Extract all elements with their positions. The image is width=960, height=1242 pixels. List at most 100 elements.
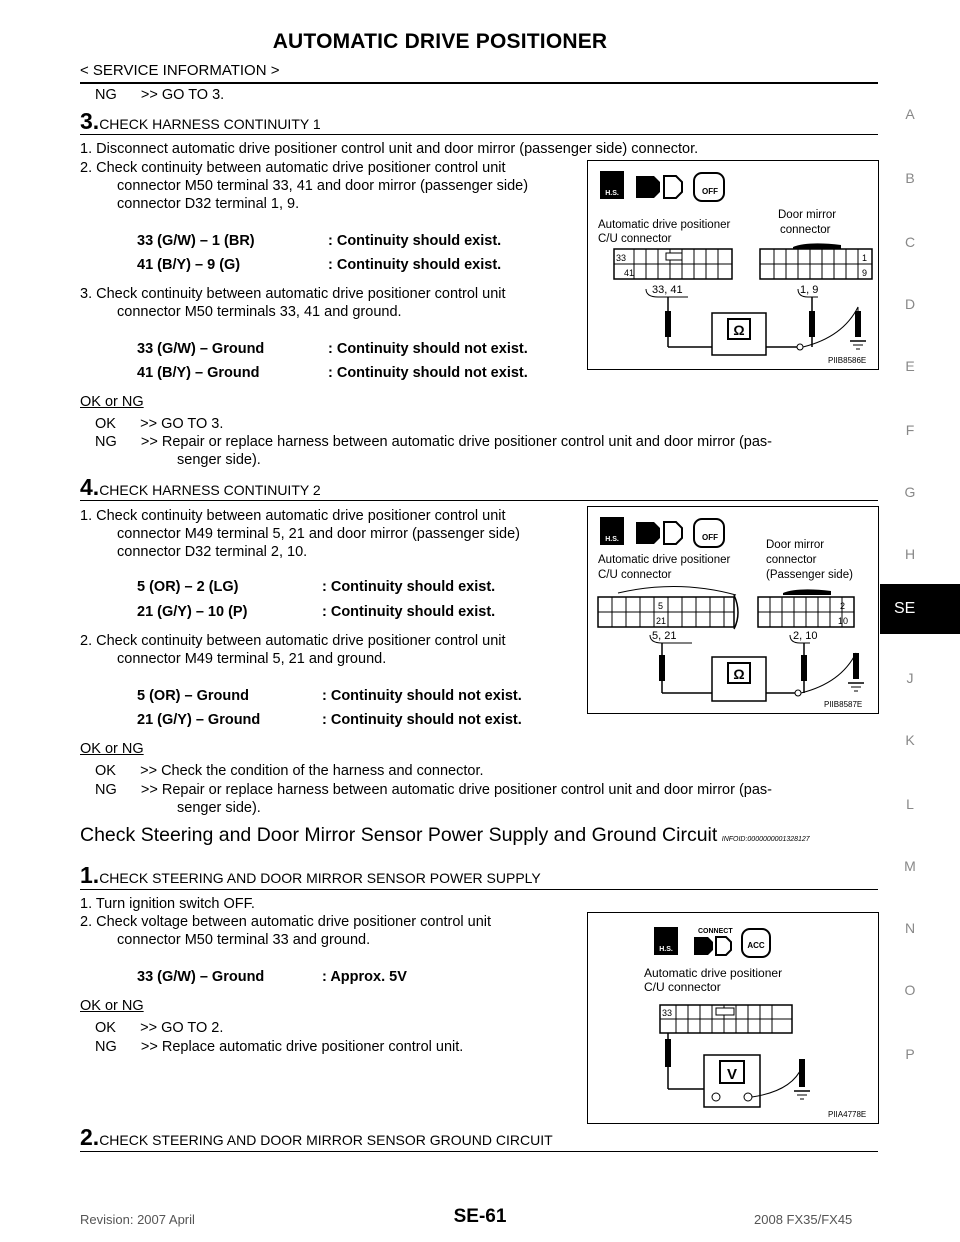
step3-instruction-3b: connector M50 terminals 33, 41 and groun… bbox=[117, 304, 402, 320]
side-index-f[interactable]: F bbox=[905, 422, 915, 438]
footer-revision: Revision: 2007 April bbox=[80, 1212, 195, 1227]
step3-instruction-2a: 2. Check continuity between automatic dr… bbox=[80, 160, 506, 176]
fig2-lead-right-label: 2, 10 bbox=[793, 630, 817, 642]
step3-spec-1-left: 33 (G/W) – 1 (BR) bbox=[137, 233, 255, 249]
harness-diagram-2: H.S. OFF Automatic drive positioner C/U … bbox=[597, 517, 864, 709]
fig2-right-label-3: (Passenger side) bbox=[766, 569, 853, 581]
fig1-left-label-2: C/U connector bbox=[598, 233, 672, 245]
step3-number: 3. bbox=[80, 108, 100, 134]
page-title: AUTOMATIC DRIVE POSITIONER bbox=[272, 30, 608, 53]
section-heading: Check Steering and Door Mirror Sensor Po… bbox=[80, 824, 810, 847]
section-title: Check Steering and Door Mirror Sensor Po… bbox=[80, 824, 718, 846]
svg-text:1: 1 bbox=[862, 253, 867, 263]
step4-spec-3-left: 5 (OR) – Ground bbox=[137, 688, 249, 704]
side-index-n[interactable]: N bbox=[904, 920, 916, 936]
step4-instruction-1b: connector M49 terminal 5, 21 and door mi… bbox=[117, 526, 520, 542]
s2-number: 2. bbox=[80, 1124, 100, 1150]
step4-ng-result-cont: senger side). bbox=[177, 800, 261, 816]
side-index-h[interactable]: H bbox=[904, 546, 916, 562]
svg-text:2: 2 bbox=[840, 601, 845, 611]
step4-ok-or-ng: OK or NG bbox=[80, 741, 144, 757]
step3-ng-result: NG >> Repair or replace harness between … bbox=[95, 434, 772, 450]
side-index-b[interactable]: B bbox=[905, 170, 915, 186]
step4-spec-2-right: : Continuity should exist. bbox=[322, 604, 496, 620]
fig1-right-connector: 1 9 bbox=[759, 243, 873, 280]
fig2-lead-left-label: 5, 21 bbox=[652, 630, 676, 642]
side-index-l[interactable]: L bbox=[906, 796, 914, 812]
step3-spec-1-right: : Continuity should exist. bbox=[328, 233, 502, 249]
hs-icon: H.S. bbox=[654, 927, 678, 955]
side-index-j[interactable]: J bbox=[906, 670, 914, 686]
s1-number: 1. bbox=[80, 862, 100, 888]
fig1-code: PIIB8586E bbox=[828, 356, 866, 365]
svg-text:OFF: OFF bbox=[702, 533, 718, 542]
ohm-meter-icon: Ω bbox=[733, 322, 744, 338]
connect-label: CONNECT bbox=[698, 928, 733, 935]
side-index-m[interactable]: M bbox=[904, 858, 916, 874]
fig2-right-connector: 2 10 bbox=[757, 589, 855, 628]
figure-harness-continuity-2: H.S. OFF Automatic drive positioner C/U … bbox=[587, 506, 879, 714]
step3-instruction-2b: connector M50 terminal 33, 41 and door m… bbox=[117, 178, 529, 194]
fig3-label-2: C/U connector bbox=[644, 980, 721, 994]
fig1-right-label-2: connector bbox=[780, 224, 831, 236]
intro-ng: NG >> GO TO 3. bbox=[95, 87, 225, 103]
fig3-connector: 33 bbox=[659, 1004, 793, 1034]
side-index: A B C D E F G H SE J K L M N O P bbox=[880, 0, 960, 1242]
step4-heading: 4.CHECK HARNESS CONTINUITY 2 bbox=[80, 474, 321, 501]
fig2-right-label-2: connector bbox=[766, 554, 817, 566]
side-index-a[interactable]: A bbox=[905, 106, 915, 122]
side-index-g[interactable]: G bbox=[904, 484, 916, 500]
section-infoid: INFOID:0000000001328127 bbox=[721, 836, 810, 843]
step3-title: CHECK HARNESS CONTINUITY 1 bbox=[99, 116, 321, 132]
step3-spec-4-left: 41 (B/Y) – Ground bbox=[137, 365, 260, 381]
footer-model: 2008 FX35/FX45 bbox=[754, 1212, 853, 1227]
svg-text:5: 5 bbox=[658, 601, 663, 611]
step4-spec-1-right: : Continuity should exist. bbox=[322, 579, 496, 595]
s1-ng-result: NG >> Replace automatic drive positioner… bbox=[95, 1039, 464, 1055]
fig1-lead-left-label: 33, 41 bbox=[652, 284, 683, 296]
s1-title: CHECK STEERING AND DOOR MIRROR SENSOR PO… bbox=[99, 870, 541, 886]
svg-text:33: 33 bbox=[662, 1008, 672, 1018]
step4-spec-4-right: : Continuity should not exist. bbox=[322, 712, 522, 728]
step4-spec-1-left: 5 (OR) – 2 (LG) bbox=[137, 579, 239, 595]
side-index-e[interactable]: E bbox=[905, 358, 915, 374]
svg-text:41: 41 bbox=[624, 268, 634, 278]
side-index-c[interactable]: C bbox=[904, 234, 916, 250]
step4-rule bbox=[80, 500, 878, 501]
step4-ok-result: OK >> Check the condition of the harness… bbox=[95, 763, 484, 779]
fig1-lead-right-label: 1, 9 bbox=[800, 284, 818, 296]
step4-instruction-2a: 2. Check continuity between automatic dr… bbox=[80, 633, 506, 649]
step3-spec-3-right: : Continuity should not exist. bbox=[328, 341, 528, 357]
step3-spec-4-right: : Continuity should not exist. bbox=[328, 365, 528, 381]
voltage-diagram: H.S. CONNECT ACC Automatic drive positio… bbox=[644, 927, 866, 1119]
step3-rule bbox=[80, 134, 878, 135]
step4-spec-2-left: 21 (G/Y) – 10 (P) bbox=[137, 604, 248, 620]
side-index-d[interactable]: D bbox=[904, 296, 916, 312]
fig2-left-label-1: Automatic drive positioner bbox=[598, 554, 730, 566]
side-index-k[interactable]: K bbox=[905, 732, 915, 748]
s1-instruction-2b: connector M50 terminal 33 and ground. bbox=[117, 932, 371, 948]
fig1-left-label-1: Automatic drive positioner bbox=[598, 219, 730, 231]
step3-instruction-3a: 3. Check continuity between automatic dr… bbox=[80, 286, 506, 302]
side-index-p[interactable]: P bbox=[905, 1046, 915, 1062]
step4-instruction-1a: 1. Check continuity between automatic dr… bbox=[80, 508, 506, 524]
fig2-code: PIIB8587E bbox=[824, 700, 862, 709]
svg-text:H.S.: H.S. bbox=[605, 190, 619, 197]
fig3-code: PIIA4778E bbox=[828, 1110, 866, 1119]
step3-spec-2-right: : Continuity should exist. bbox=[328, 257, 502, 273]
s1-rule bbox=[80, 889, 878, 890]
svg-text:H.S.: H.S. bbox=[659, 946, 673, 953]
step3-spec-3-left: 33 (G/W) – Ground bbox=[137, 341, 265, 357]
step3-ok-result: OK >> GO TO 3. bbox=[95, 416, 224, 432]
side-index-se-active[interactable]: SE bbox=[880, 584, 960, 634]
hs-icon: H.S. OFF bbox=[600, 517, 725, 548]
svg-text:OFF: OFF bbox=[702, 187, 718, 196]
breadcrumb: < SERVICE INFORMATION > bbox=[80, 62, 280, 79]
fig2-left-label-2: C/U connector bbox=[598, 569, 672, 581]
side-index-o[interactable]: O bbox=[904, 982, 916, 998]
step4-spec-3-right: : Continuity should not exist. bbox=[322, 688, 522, 704]
s2-title: CHECK STEERING AND DOOR MIRROR SENSOR GR… bbox=[99, 1132, 553, 1148]
header-rule bbox=[80, 82, 878, 84]
step3-ng-result-cont: senger side). bbox=[177, 452, 261, 468]
s2-heading: 2.CHECK STEERING AND DOOR MIRROR SENSOR … bbox=[80, 1124, 553, 1151]
